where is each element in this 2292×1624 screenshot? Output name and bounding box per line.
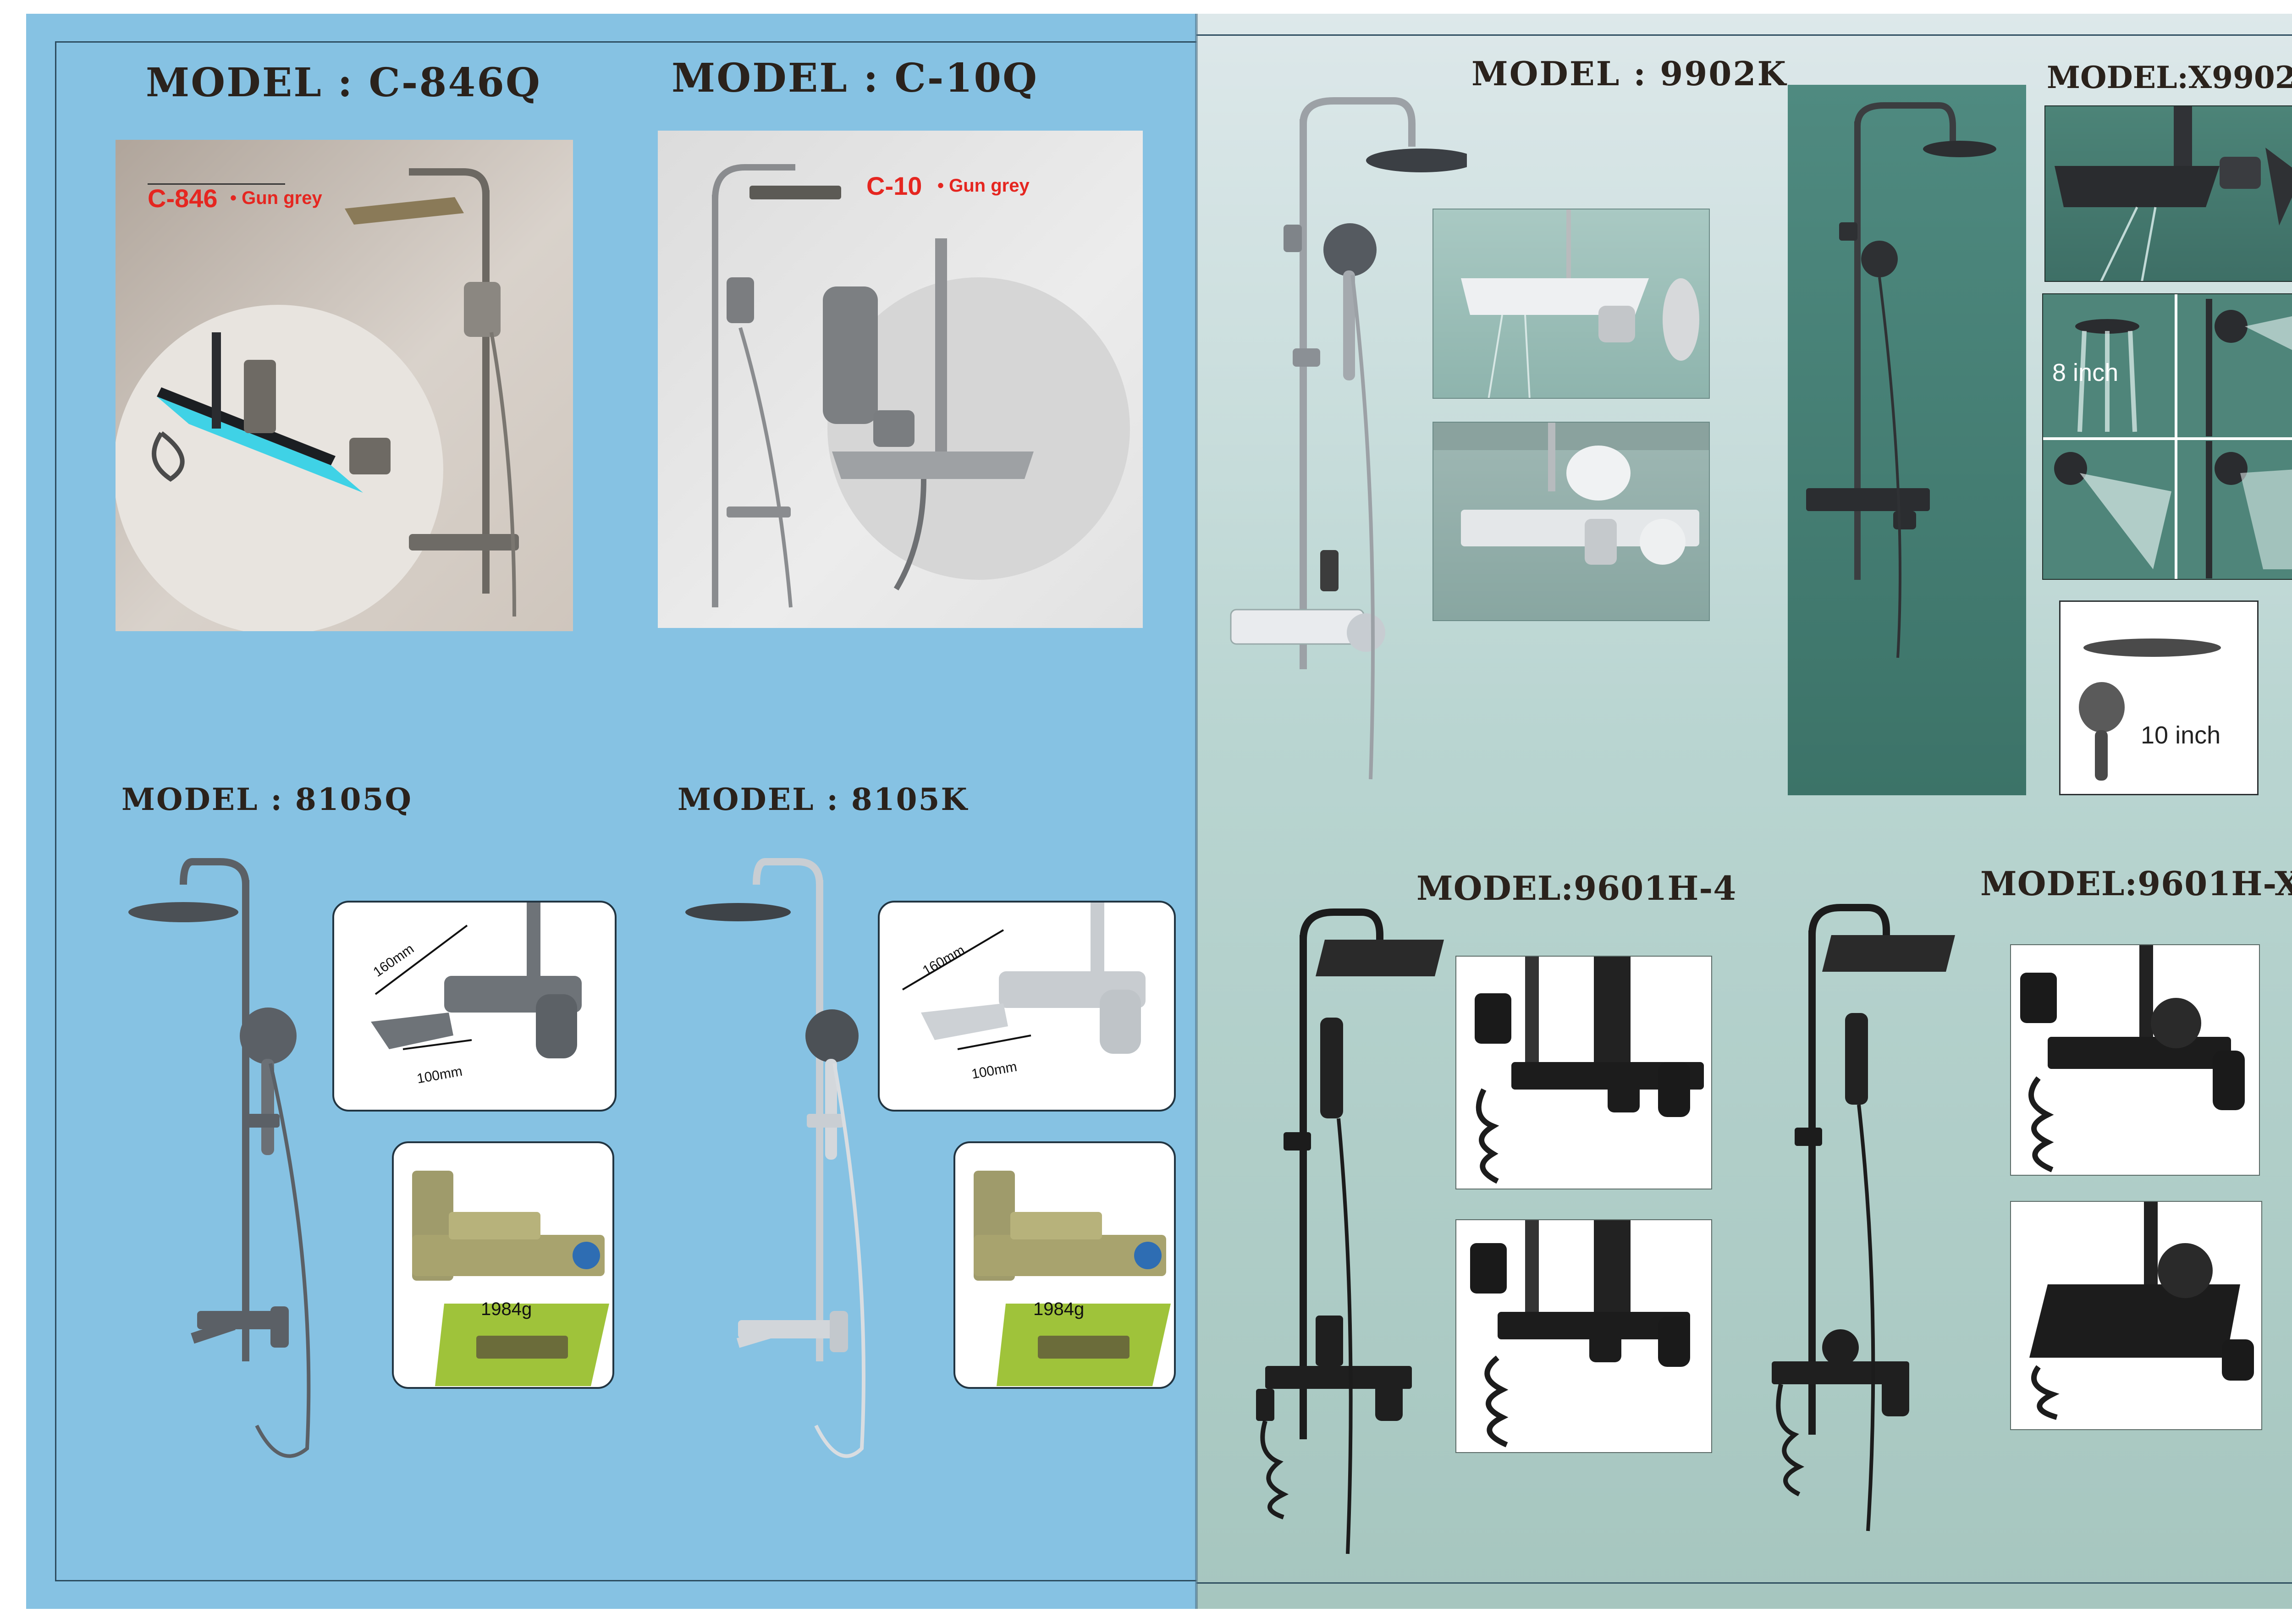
x9902q-spray-modes-photo: 8 inch: [2042, 293, 2292, 580]
model-title-c846q: MODEL : C-846Q: [146, 60, 541, 106]
8105q-weight-scale-photo: 1984g: [392, 1141, 614, 1389]
8105q-shower-system-image: [124, 853, 335, 1476]
8105q-weight-label: 1984g: [481, 1299, 532, 1319]
x9902q-main-photo: [1788, 85, 2026, 795]
9601h4-detail-photo-bottom: [1455, 1219, 1712, 1453]
c10q-illustration: [712, 164, 1130, 608]
c846q-illustration: [116, 168, 519, 631]
model-title-8105k: MODEL : 8105K: [678, 782, 969, 817]
c10q-product-photo: C-10 • Gun grey: [658, 131, 1143, 628]
right-page-frame: [1196, 34, 2292, 1584]
8105k-spout-dimensions-photo: 160mm 100mm: [878, 901, 1176, 1112]
model-title-8105q: MODEL : 8105Q: [121, 782, 413, 817]
9601hx-detail-photo-bottom: [2010, 1201, 2262, 1430]
x9902q-panel-detail-photo: [2044, 105, 2292, 282]
model-title-9902k: MODEL : 9902K: [1471, 54, 1788, 93]
c846q-finish-label: • Gun grey: [230, 188, 322, 208]
c846q-product-photo: C-846 • Gun grey: [116, 140, 573, 631]
8105k-weight-label: 1984g: [1033, 1299, 1085, 1319]
9902k-shower-system-image: [1229, 92, 1467, 793]
9601hx-detail-photo-top: [2010, 944, 2260, 1176]
9601hx-shower-system-image: [1763, 898, 1964, 1540]
model-title-9601hx: MODEL:9601H-X: [1980, 864, 2292, 903]
model-title-c10q: MODEL : C-10Q: [672, 55, 1039, 101]
c846q-code-label: C-846: [148, 184, 218, 213]
9902k-detail-photo-top: [1432, 209, 1710, 399]
size-label-10-inch: 10 inch: [2141, 721, 2221, 749]
x9902q-head-sizes-photo: 10 inch: [2059, 600, 2259, 795]
8105k-weight-scale-photo: 1984g: [953, 1141, 1176, 1389]
size-label-8-inch: 8 inch: [2052, 359, 2119, 386]
c10q-code-label: C-10: [866, 171, 922, 200]
8105q-spout-dimensions-photo: 160mm 100mm: [332, 901, 617, 1112]
left-page-frame: [55, 41, 1196, 1581]
9902k-detail-photo-bottom: [1432, 422, 1710, 621]
page-divider: [1195, 14, 1198, 1609]
9601h4-shower-system-image: [1238, 903, 1458, 1563]
model-title-9601h4: MODEL:9601H-4: [1416, 869, 1737, 908]
c10q-finish-label: • Gun grey: [937, 176, 1030, 196]
8105k-shower-system-image: [683, 857, 885, 1476]
9601h4-detail-photo-top: [1455, 956, 1712, 1189]
model-title-x9902q: MODEL:X9902Q: [2047, 60, 2292, 95]
c846q-label-bracket-line: [148, 183, 285, 185]
